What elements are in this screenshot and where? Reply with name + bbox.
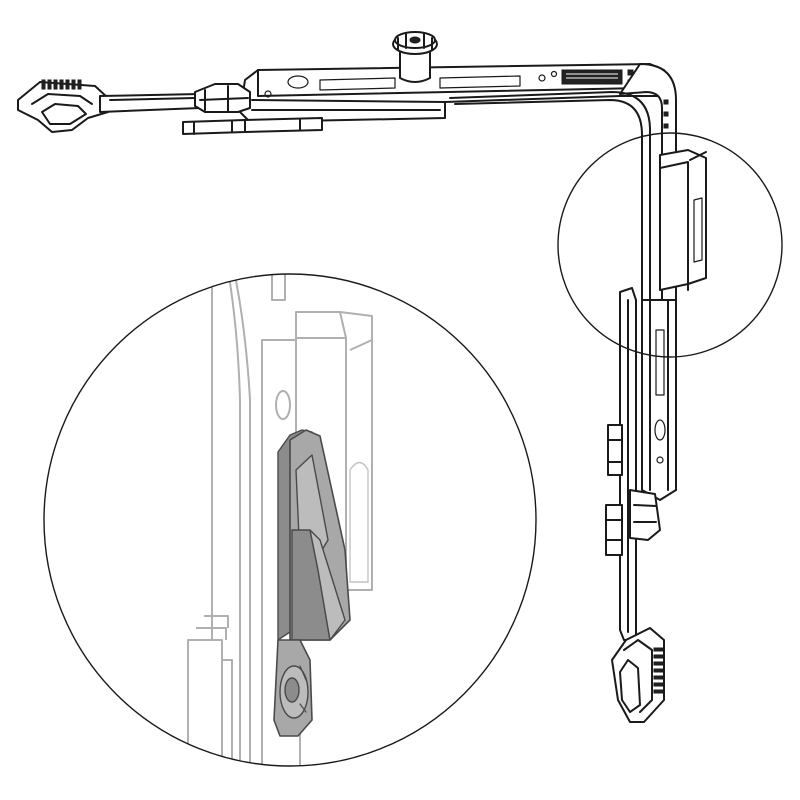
under-rail-brackets (182, 117, 323, 135)
horizontal-rail (99, 63, 665, 123)
detail-callout-circle (557, 132, 783, 358)
horizontal-slider-block (194, 83, 251, 113)
grip-teeth (41, 79, 82, 90)
magnified-detail (187, 274, 373, 766)
keeper-part-small (659, 149, 707, 291)
keeper-part-magnified (273, 429, 351, 737)
magnified-circle-border (43, 273, 537, 767)
corner-hardware (17, 31, 707, 723)
vertical-arm-lower-tip (611, 627, 665, 723)
horizontal-arm-left-tip (17, 79, 109, 133)
adjustment-knob (392, 31, 438, 83)
serrated-plate (561, 69, 623, 85)
vertical-arm (605, 287, 677, 641)
grip-teeth-lower (653, 647, 664, 694)
